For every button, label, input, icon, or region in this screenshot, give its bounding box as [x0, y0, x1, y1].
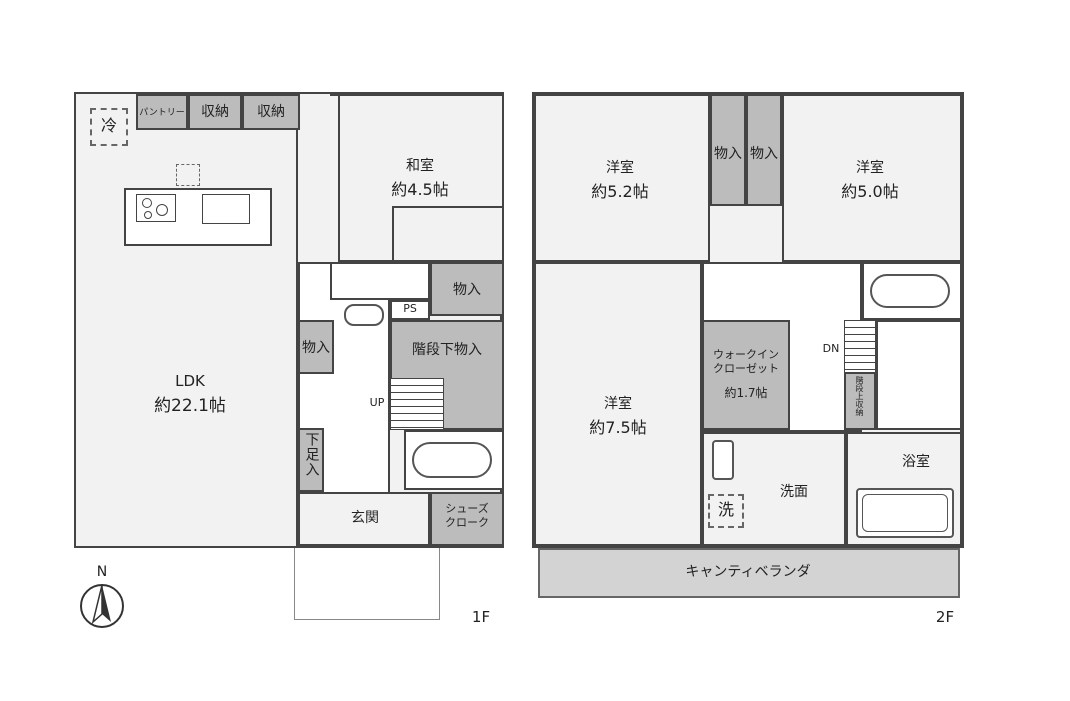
bath-label: 浴室: [902, 454, 930, 470]
washitsu-room: [338, 94, 504, 262]
burner-icon: [156, 204, 168, 216]
pantry: [136, 94, 188, 130]
getabako: [298, 428, 324, 492]
upper-storage-label: 階段上収納: [855, 376, 864, 416]
genkan-label: 玄関: [351, 510, 379, 526]
floor1-label: 1F: [471, 608, 491, 626]
closet-b-label: 物入: [302, 340, 330, 356]
washitsu-name: 和室: [406, 158, 434, 174]
understairs-label: 階段下物入: [412, 342, 482, 358]
compass-icon: [80, 584, 124, 628]
dn-label: DN: [822, 342, 840, 355]
compass-north-label: N: [96, 564, 108, 580]
closet-a: [430, 262, 504, 316]
getabako-label: 下足入: [303, 432, 320, 477]
stairs-1f: [390, 378, 444, 430]
storage-2: [242, 94, 300, 130]
genkan: [298, 492, 430, 546]
ldk-name: LDK: [175, 372, 205, 390]
closet-a-label: 物入: [453, 282, 481, 298]
fridge-space: [90, 108, 128, 146]
toilet-icon: [412, 442, 492, 478]
ldk-size: 約22.1帖: [154, 396, 226, 416]
ps-label: PS: [403, 302, 417, 315]
washer-space: [708, 494, 744, 528]
shoes-cloak: [430, 492, 504, 546]
hand-sink-icon: [344, 304, 384, 326]
wic-size: 約1.7帖: [724, 386, 768, 400]
burner-icon: [144, 211, 152, 219]
up-label: UP: [369, 396, 385, 409]
western-room-2: [782, 94, 962, 262]
vanity-icon: [712, 440, 734, 480]
ldk-lower: [76, 94, 298, 546]
veranda: [538, 548, 960, 598]
burner-icon: [142, 198, 152, 208]
sink-icon: [202, 194, 250, 224]
stair-landing-2f: [876, 320, 962, 430]
fridge-label: 冷: [100, 116, 117, 135]
closet-2f-2: [746, 94, 782, 206]
washitsu-size: 約4.5帖: [391, 180, 449, 199]
ps-shaft: [390, 300, 430, 320]
closet-2f-2-label: 物入: [750, 146, 778, 162]
closet-2f-1-label: 物入: [714, 146, 742, 162]
washroom-label: 洗面: [780, 484, 808, 500]
wic-name: ウォークイン クローゼット: [713, 348, 779, 375]
storage-2-label: 収納: [257, 104, 285, 120]
western-2-name: 洋室: [856, 160, 884, 176]
western-room-1: [534, 94, 710, 262]
storage-1-label: 収納: [201, 104, 229, 120]
washitsu-alcove: [392, 206, 504, 262]
corridor-1f: [330, 262, 430, 300]
bathtub-icon: [856, 488, 954, 538]
hood-mark: [176, 164, 200, 186]
upper-storage: [844, 372, 876, 430]
walk-in-closet: [702, 320, 790, 430]
pantry-label: パントリー: [139, 108, 185, 118]
veranda-label: キャンティベランダ: [685, 564, 811, 580]
western-2-size: 約5.0帖: [841, 182, 899, 201]
western-3-name: 洋室: [604, 396, 632, 412]
western-1-name: 洋室: [606, 160, 634, 176]
closet-b: [298, 320, 334, 374]
western-3-size: 約7.5帖: [589, 418, 647, 437]
western-room-3: [534, 262, 702, 546]
floor2-label: 2F: [935, 608, 955, 626]
shoes-cloak-label: シューズ クローク: [445, 502, 489, 529]
closet-2f-1: [710, 94, 746, 206]
storage-1: [188, 94, 242, 130]
toilet-2f-icon: [870, 274, 950, 308]
western-1-size: 約5.2帖: [591, 182, 649, 201]
porch: [294, 548, 440, 620]
washer-label: 洗: [717, 500, 734, 519]
bathtub-inner: [862, 494, 948, 532]
